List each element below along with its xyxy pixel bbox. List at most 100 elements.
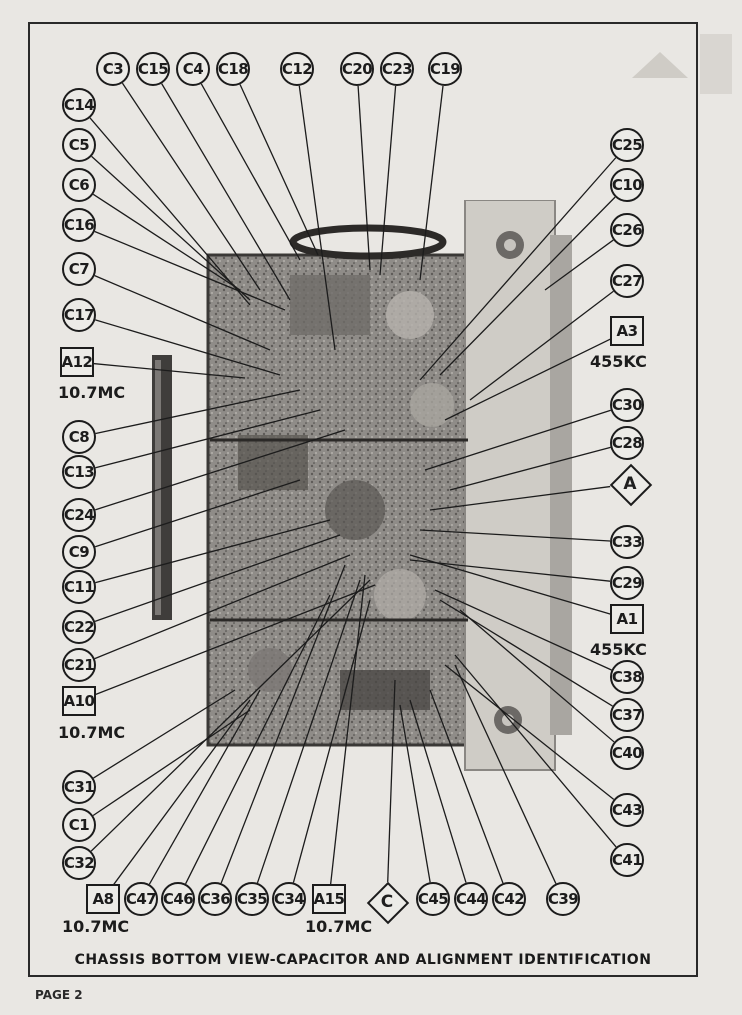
label-a12: A12 [60,347,94,377]
label-c37: C37 [610,698,644,732]
label-c42: C42 [492,882,526,916]
leader-line-c16 [94,230,286,311]
leader-line-c41 [454,654,617,848]
label-c18: C18 [216,52,250,86]
figure-caption: CHASSIS BOTTOM VIEW-CAPACITOR AND ALIGNM… [74,952,652,968]
label-c9: C9 [62,535,96,569]
freq-a10: 10.7MC [58,723,126,742]
label-a15: A15 [312,884,346,914]
leader-line-c7 [94,275,271,351]
leader-line-alignment-point-a [429,485,611,511]
leader-line-c12 [298,85,336,351]
leader-line-c39 [454,664,557,884]
label-c17: C17 [62,298,96,332]
alignment-point-c: C [366,881,410,925]
label-c20: C20 [340,52,374,86]
label-c11: C11 [62,570,96,604]
label-c29: C29 [610,566,644,600]
label-a1: A1 [610,604,644,634]
label-c1: C1 [62,808,96,842]
label-c24: C24 [62,498,96,532]
label-c10: C10 [610,168,644,202]
leader-line-alignment-point-c [387,679,396,883]
label-a10: A10 [62,686,96,716]
leader-line-c37 [439,599,613,707]
leader-line-c10 [439,196,616,376]
freq-a3: 455KC [590,352,647,371]
leader-line-c32 [90,579,371,852]
leader-line-c44 [409,699,467,883]
page-edge-fold [632,52,688,78]
label-c31: C31 [62,770,96,804]
leader-line-c40 [459,609,615,743]
leader-line-c30 [424,409,612,471]
leader-line-c6 [92,193,241,291]
leader-line-c11 [95,519,331,584]
freq-a12: 10.7MC [58,383,126,402]
label-c22: C22 [62,610,96,644]
leader-line-c43 [444,664,615,800]
label-c28: C28 [610,426,644,460]
page-frame [28,22,698,977]
leader-line-c5 [91,155,251,301]
alignment-letter-a: A [623,474,637,494]
label-c45: C45 [416,882,450,916]
leader-line-c8 [95,389,301,435]
leader-line-c20 [357,85,371,271]
label-c35: C35 [235,882,269,916]
leader-line-c28 [449,446,611,491]
label-c14: C14 [62,88,96,122]
label-c3: C3 [96,52,130,86]
label-a8: A8 [86,884,120,914]
leader-line-c4 [200,83,301,261]
label-c21: C21 [62,648,96,682]
leader-line-c25 [419,157,617,381]
label-c34: C34 [272,882,306,916]
label-c12: C12 [280,52,314,86]
leader-line-c9 [94,479,301,548]
leader-line-a15 [330,574,366,885]
leader-line-c13 [95,409,321,469]
leader-line-c3 [121,82,261,291]
label-a3: A3 [610,316,644,346]
label-c38: C38 [610,660,644,694]
label-c15: C15 [136,52,170,86]
label-c16: C16 [62,208,96,242]
label-c43: C43 [610,793,644,827]
leader-line-c46 [185,594,331,885]
label-c33: C33 [610,525,644,559]
leader-line-c21 [94,554,351,660]
leader-line-c26 [544,239,614,291]
label-c47: C47 [124,882,158,916]
label-c19: C19 [428,52,462,86]
label-c4: C4 [176,52,210,86]
leader-line-c18 [239,84,319,256]
leader-line-c14 [89,117,251,306]
label-c41: C41 [610,843,644,877]
leader-line-c1 [92,709,251,817]
chassis-illustration [152,199,572,771]
label-c32: C32 [62,846,96,880]
freq-a8: 10.7MC [62,917,130,936]
label-c25: C25 [610,128,644,162]
page-edge-tag [700,34,732,94]
leader-line-c38 [434,589,612,671]
label-c46: C46 [161,882,195,916]
leader-line-a8 [111,699,251,888]
chassis-photo [150,199,595,780]
leader-line-c35 [256,579,361,884]
leader-line-a3 [444,337,614,421]
page-number: PAGE 2 [35,988,83,1002]
leader-line-c23 [379,85,397,276]
label-c5: C5 [62,128,96,162]
leader-line-a10 [92,584,376,697]
leader-line-c24 [94,429,346,511]
leader-line-c19 [419,85,444,281]
label-c27: C27 [610,264,644,298]
freq-a1: 455KC [590,640,647,659]
leader-line-c22 [94,534,341,622]
label-c6: C6 [62,168,96,202]
label-c23: C23 [380,52,414,86]
leader-line-c29 [409,559,611,582]
